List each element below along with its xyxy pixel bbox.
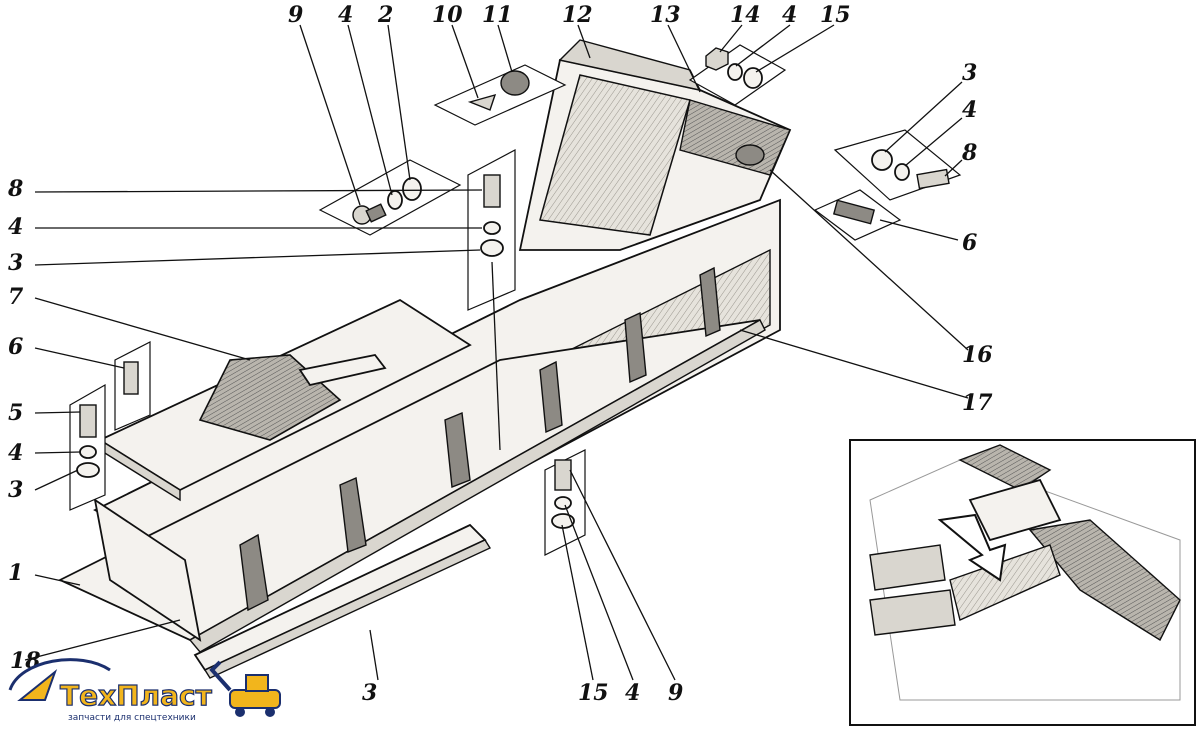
part-label: 12 — [562, 2, 593, 28]
logo-tagline: запчасти для спецтехники — [68, 713, 196, 723]
fastener-callouts — [69, 44, 962, 556]
inset-arrow-icon — [937, 513, 1007, 582]
part-number-labels: 9 4 2 10 11 12 13 14 4 15 3 4 8 6 16 17 … — [7, 2, 993, 706]
vertical-spring-washer — [483, 221, 501, 235]
inset-side-rail — [1028, 519, 1181, 642]
left-bolt-5 — [79, 404, 97, 438]
right-washer — [871, 149, 893, 171]
part-label: 9 — [288, 2, 303, 28]
vertical-flat-washer — [480, 239, 504, 257]
part-label: 18 — [10, 648, 41, 674]
inset-upper-frame — [958, 444, 1052, 491]
shift-slot — [298, 354, 387, 387]
housing-bore — [735, 144, 765, 166]
part-label: 16 — [962, 342, 993, 368]
inset-pedal-plate-upper — [869, 544, 946, 591]
excavator-icon — [209, 660, 281, 717]
part-label: 8 — [961, 140, 977, 166]
main-frame-assembly — [57, 39, 792, 679]
part-label: 3 — [8, 250, 23, 276]
inset-channel — [949, 544, 1061, 621]
spring-washer — [387, 190, 403, 210]
lower-bolt — [554, 459, 572, 491]
part-label: 10 — [432, 2, 463, 28]
part-label: 4 — [962, 97, 977, 123]
part-label: 11 — [482, 2, 513, 28]
vertical-bolt — [483, 174, 501, 208]
nut-flat-washer — [743, 67, 763, 89]
inset-cab-outline — [869, 459, 1181, 701]
trim-strip-edge — [203, 539, 492, 679]
part-label: 2 — [377, 2, 393, 28]
logo-mark — [17, 669, 58, 701]
nut-washer — [727, 63, 743, 81]
part-label: 4 — [625, 680, 640, 706]
part-label: 5 — [8, 400, 23, 426]
vertical-bolt-axis — [491, 261, 501, 451]
leader-lines — [24, 24, 969, 681]
inset-pedal-plate-lower — [869, 589, 956, 636]
inset-location-view — [849, 439, 1196, 726]
nut — [705, 47, 729, 71]
brand-logo: ТехПласт запчасти для спецтехники — [8, 658, 281, 723]
bolt-thread — [365, 203, 387, 223]
base-flange-edge — [188, 319, 766, 653]
flat-washer — [402, 177, 422, 201]
frame-ribs — [239, 266, 721, 612]
housing-top-lip — [558, 39, 702, 91]
part-label: 6 — [8, 334, 23, 360]
right-bolt — [916, 168, 950, 190]
inset-hatch — [968, 478, 1062, 542]
grommet — [500, 70, 530, 96]
left-flat-washer — [76, 462, 100, 478]
part-label: 4 — [338, 2, 353, 28]
part-label: 3 — [362, 680, 377, 706]
right-spring-washer — [894, 163, 910, 181]
logo-swoosh — [8, 658, 111, 691]
left-bolt-6 — [123, 361, 139, 395]
callout-panel-10-11 — [433, 64, 567, 126]
part-label: 13 — [650, 2, 681, 28]
side-bolt — [832, 199, 876, 225]
left-spring-washer — [79, 445, 97, 459]
part-label: 9 — [668, 680, 683, 706]
part-label: 4 — [8, 214, 23, 240]
part-label: 14 — [730, 2, 761, 28]
part-label: 15 — [820, 2, 851, 28]
part-label: 4 — [8, 440, 23, 466]
part-label: 8 — [7, 176, 23, 202]
screw — [467, 93, 497, 111]
part-label: 6 — [962, 230, 977, 256]
part-label: 3 — [962, 60, 977, 86]
logo-wordmark: ТехПласт — [60, 679, 213, 712]
part-label: 17 — [962, 390, 993, 416]
part-label: 7 — [8, 284, 24, 310]
part-label: 15 — [578, 680, 609, 706]
front-bracket — [93, 498, 202, 642]
lower-spring-washer — [554, 496, 572, 510]
part-label: 4 — [782, 2, 797, 28]
part-label: 1 — [8, 560, 23, 586]
part-label: 3 — [8, 477, 23, 503]
